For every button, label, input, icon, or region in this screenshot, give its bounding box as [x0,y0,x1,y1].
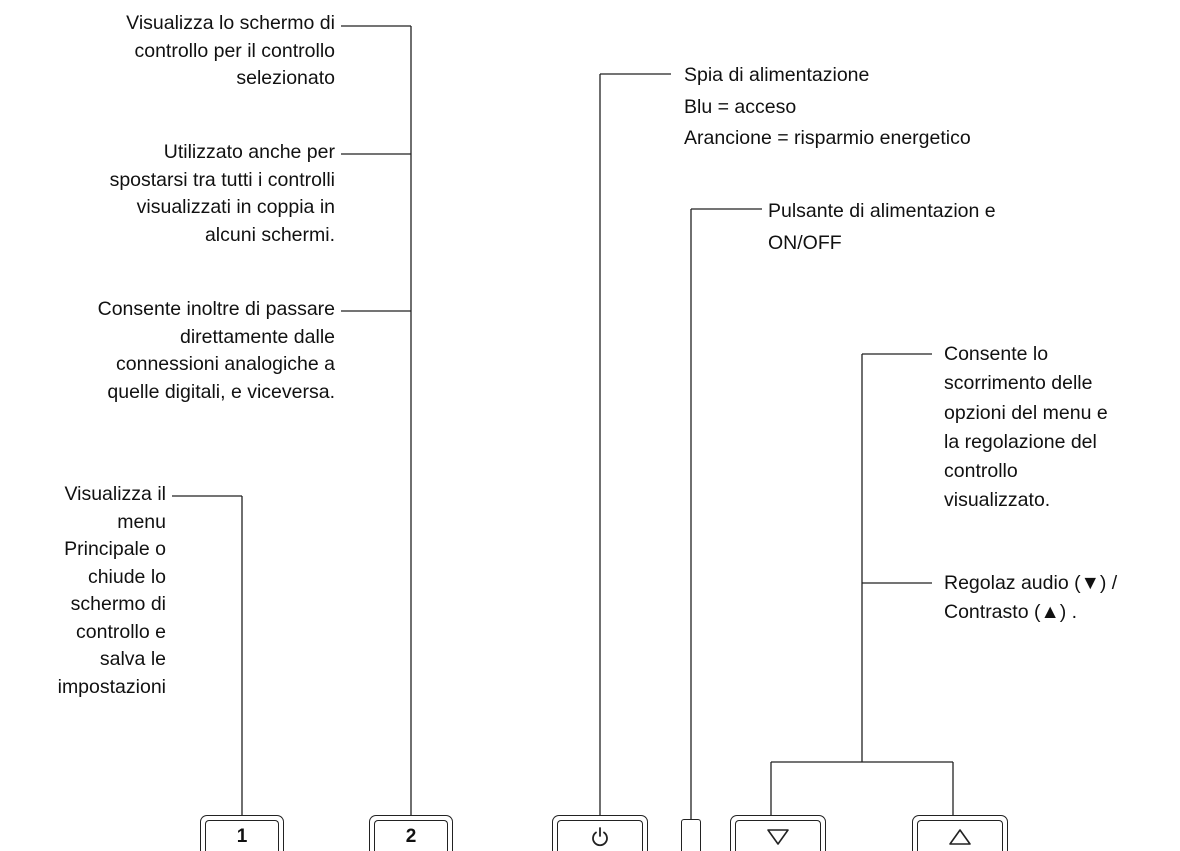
label-control-screen: Visualizza lo schermo di controllo per i… [126,12,335,89]
down-button[interactable] [730,815,826,851]
label-power-led: Spia di alimentazione Blu = acceso Aranc… [684,64,971,149]
label-move-between: Utilizzato anche per spostarsi tra tutti… [109,141,335,246]
down-button-face [735,820,821,851]
power-icon [592,827,608,847]
button-2-face: 2 [374,820,448,851]
button-1-face: 1 [205,820,279,851]
label-main-menu: Visualizza il menu Principale o chiude l… [57,483,166,698]
button-1-label: 1 [236,826,248,847]
triangle-down-icon [767,829,789,845]
label-power-button: Pulsante di alimentazion e ON/OFF [768,200,996,254]
up-button[interactable] [912,815,1008,851]
label-menu-scroll: Consente lo scorrimento delle opzioni de… [944,343,1108,512]
power-led [681,819,701,851]
power-button[interactable] [552,815,648,851]
label-analog-digital: Consente inoltre di passare direttamente… [97,298,335,403]
triangle-up-icon [949,829,971,845]
button-1[interactable]: 1 [200,815,284,851]
button-2-label: 2 [405,826,417,847]
label-audio-contrast: Regolaz audio (▼) / Contrasto (▲) . [944,572,1118,623]
button-2[interactable]: 2 [369,815,453,851]
power-button-face [557,820,643,851]
up-button-face [917,820,1003,851]
